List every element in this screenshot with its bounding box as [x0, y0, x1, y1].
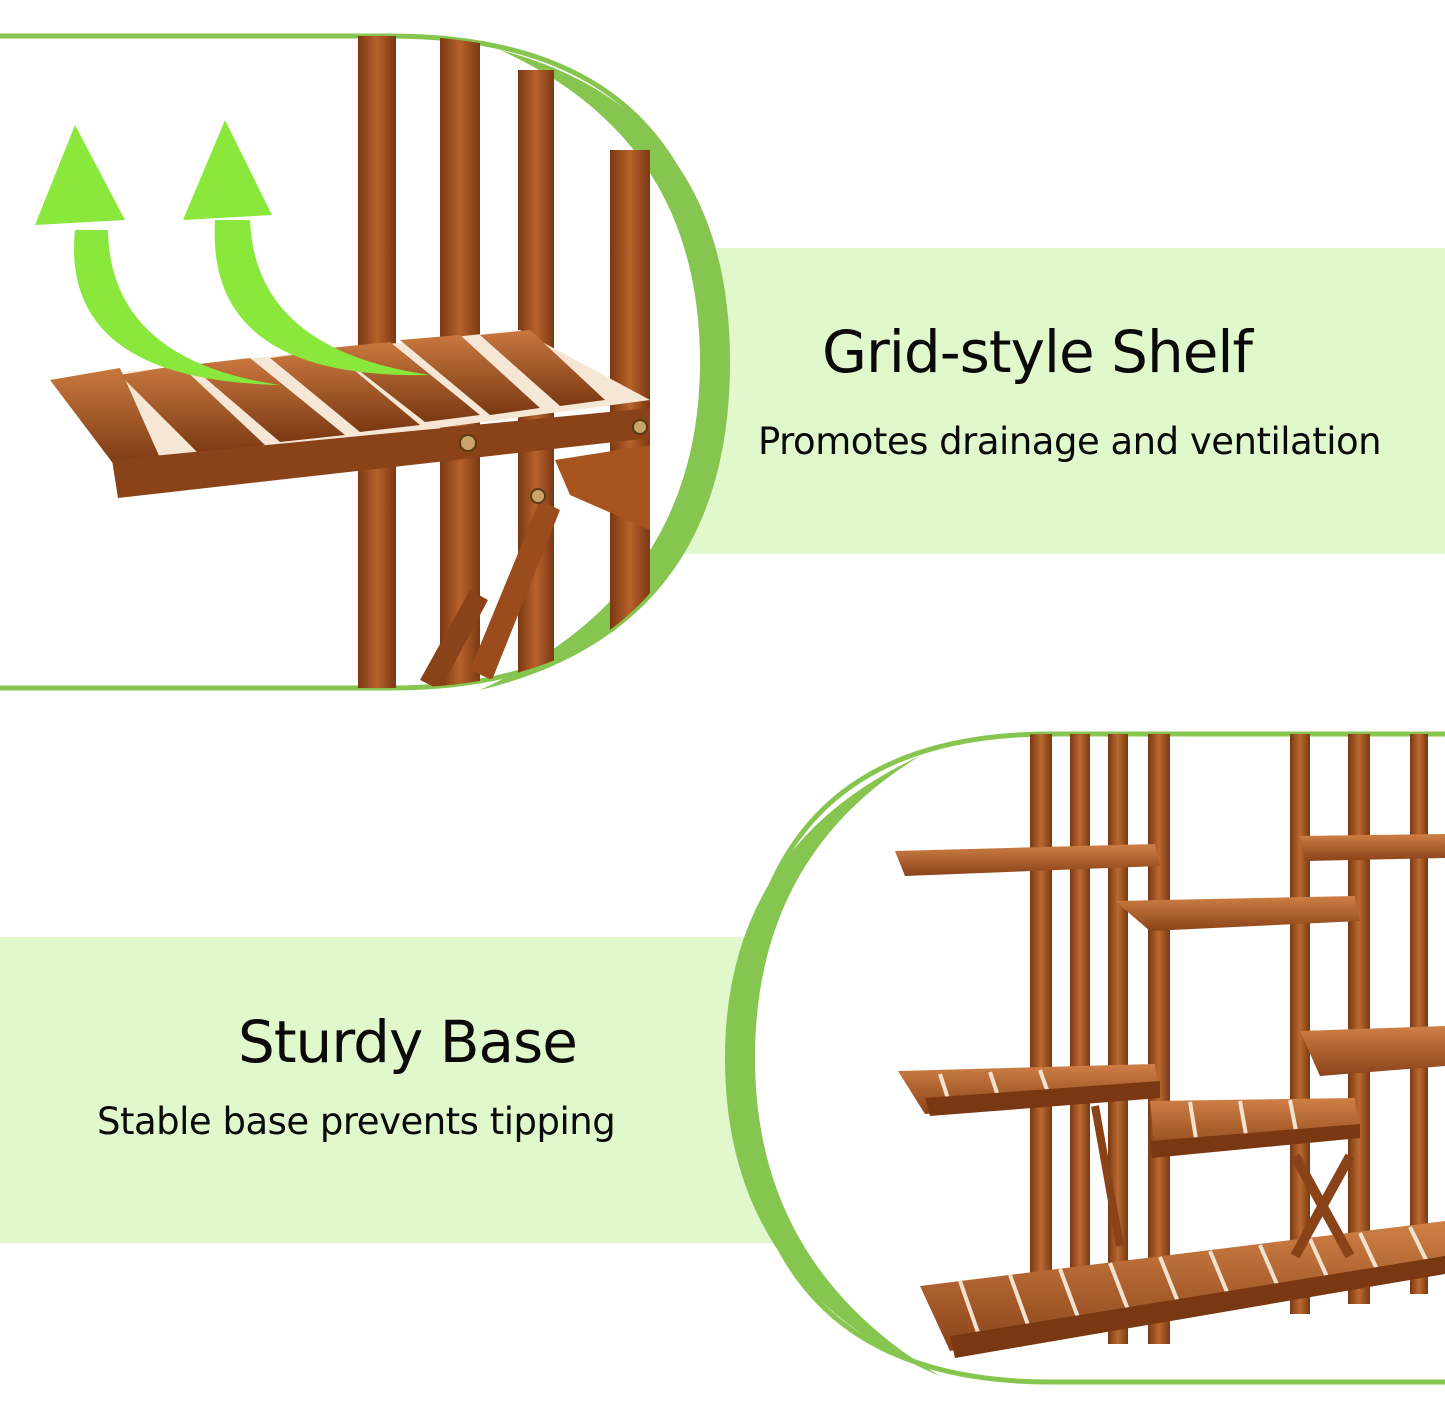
feature-title-grid-shelf: Grid-style Shelf [822, 318, 1253, 386]
shelf-closeup-photo [0, 30, 730, 694]
feature-title-sturdy-base: Sturdy Base [238, 1008, 578, 1076]
shelf-base-photo [720, 726, 1445, 1388]
feature-band-bottom [0, 937, 845, 1243]
airflow-arrow-icon [183, 120, 430, 376]
feature-subtitle-grid-shelf: Promotes drainage and ventilation [758, 420, 1382, 463]
airflow-arrow-icon [35, 125, 280, 385]
feature-band-top [600, 248, 1445, 554]
feature-subtitle-sturdy-base: Stable base prevents tipping [97, 1100, 616, 1143]
